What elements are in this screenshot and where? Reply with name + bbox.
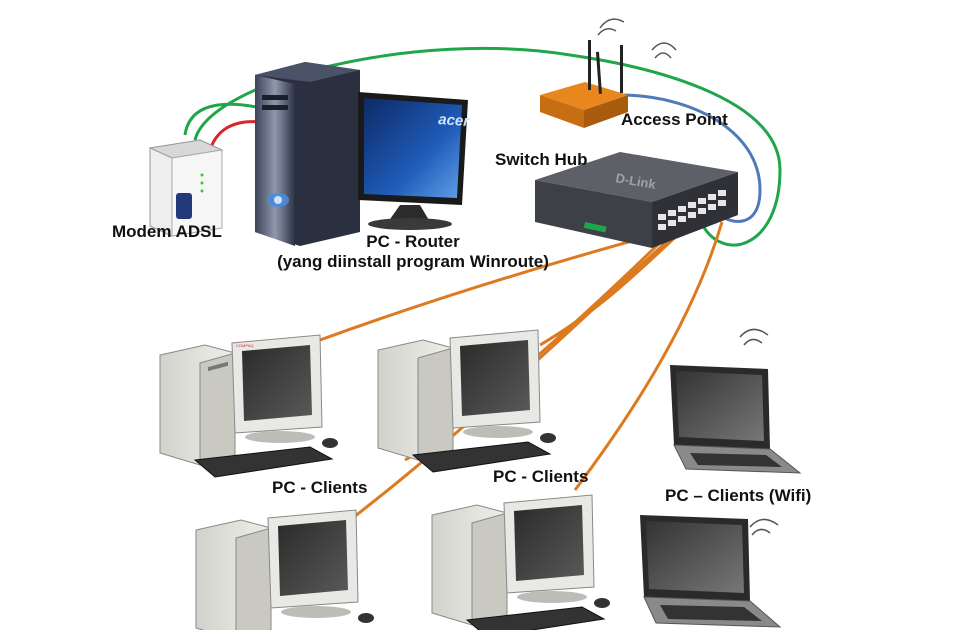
modem-adsl-device <box>148 139 224 237</box>
client-pc-3 <box>195 509 374 635</box>
laptop-client-1 <box>670 328 802 474</box>
cable-orange-client-2 <box>539 226 687 347</box>
monitor-brand-logo: acer <box>438 111 471 130</box>
switch-hub-device: D-Link <box>535 152 738 248</box>
label-pc-clients-wifi: PC – Clients (Wifi) <box>665 486 812 505</box>
label-access-point: Access Point <box>621 110 728 129</box>
label-modem-adsl: Modem ADSL <box>112 222 222 241</box>
client-pc-4 <box>431 494 610 635</box>
label-pc-router-line2: (yang diinstall program Winroute) <box>277 252 549 272</box>
cable-orange-client-4 <box>573 221 724 491</box>
wifi-signal-icon <box>597 18 677 59</box>
client-brand-logo: COMPAQ <box>236 343 253 348</box>
label-pc-router-line1: PC - Router <box>366 232 460 251</box>
laptop-client-2 <box>640 515 782 628</box>
access-point-device <box>540 18 677 128</box>
switch-ports <box>658 190 726 230</box>
label-pc-clients-left: PC - Clients <box>272 478 368 497</box>
client-pc-1: COMPAQ <box>159 334 338 478</box>
label-pc-router: PC - Router (yang diinstall program Winr… <box>268 232 558 273</box>
label-switch-hub: Switch Hub <box>495 150 588 169</box>
wifi-signal-icon <box>739 328 769 346</box>
router-monitor: acer <box>358 92 471 230</box>
client-pc-2 <box>377 329 556 473</box>
switch-brand-logo: D-Link <box>614 170 657 192</box>
label-pc-clients-right: PC - Clients <box>493 467 589 486</box>
cable-blue-ap-to-switch <box>619 93 762 223</box>
wifi-signal-icon <box>749 518 779 536</box>
router-pc-tower <box>255 62 360 246</box>
